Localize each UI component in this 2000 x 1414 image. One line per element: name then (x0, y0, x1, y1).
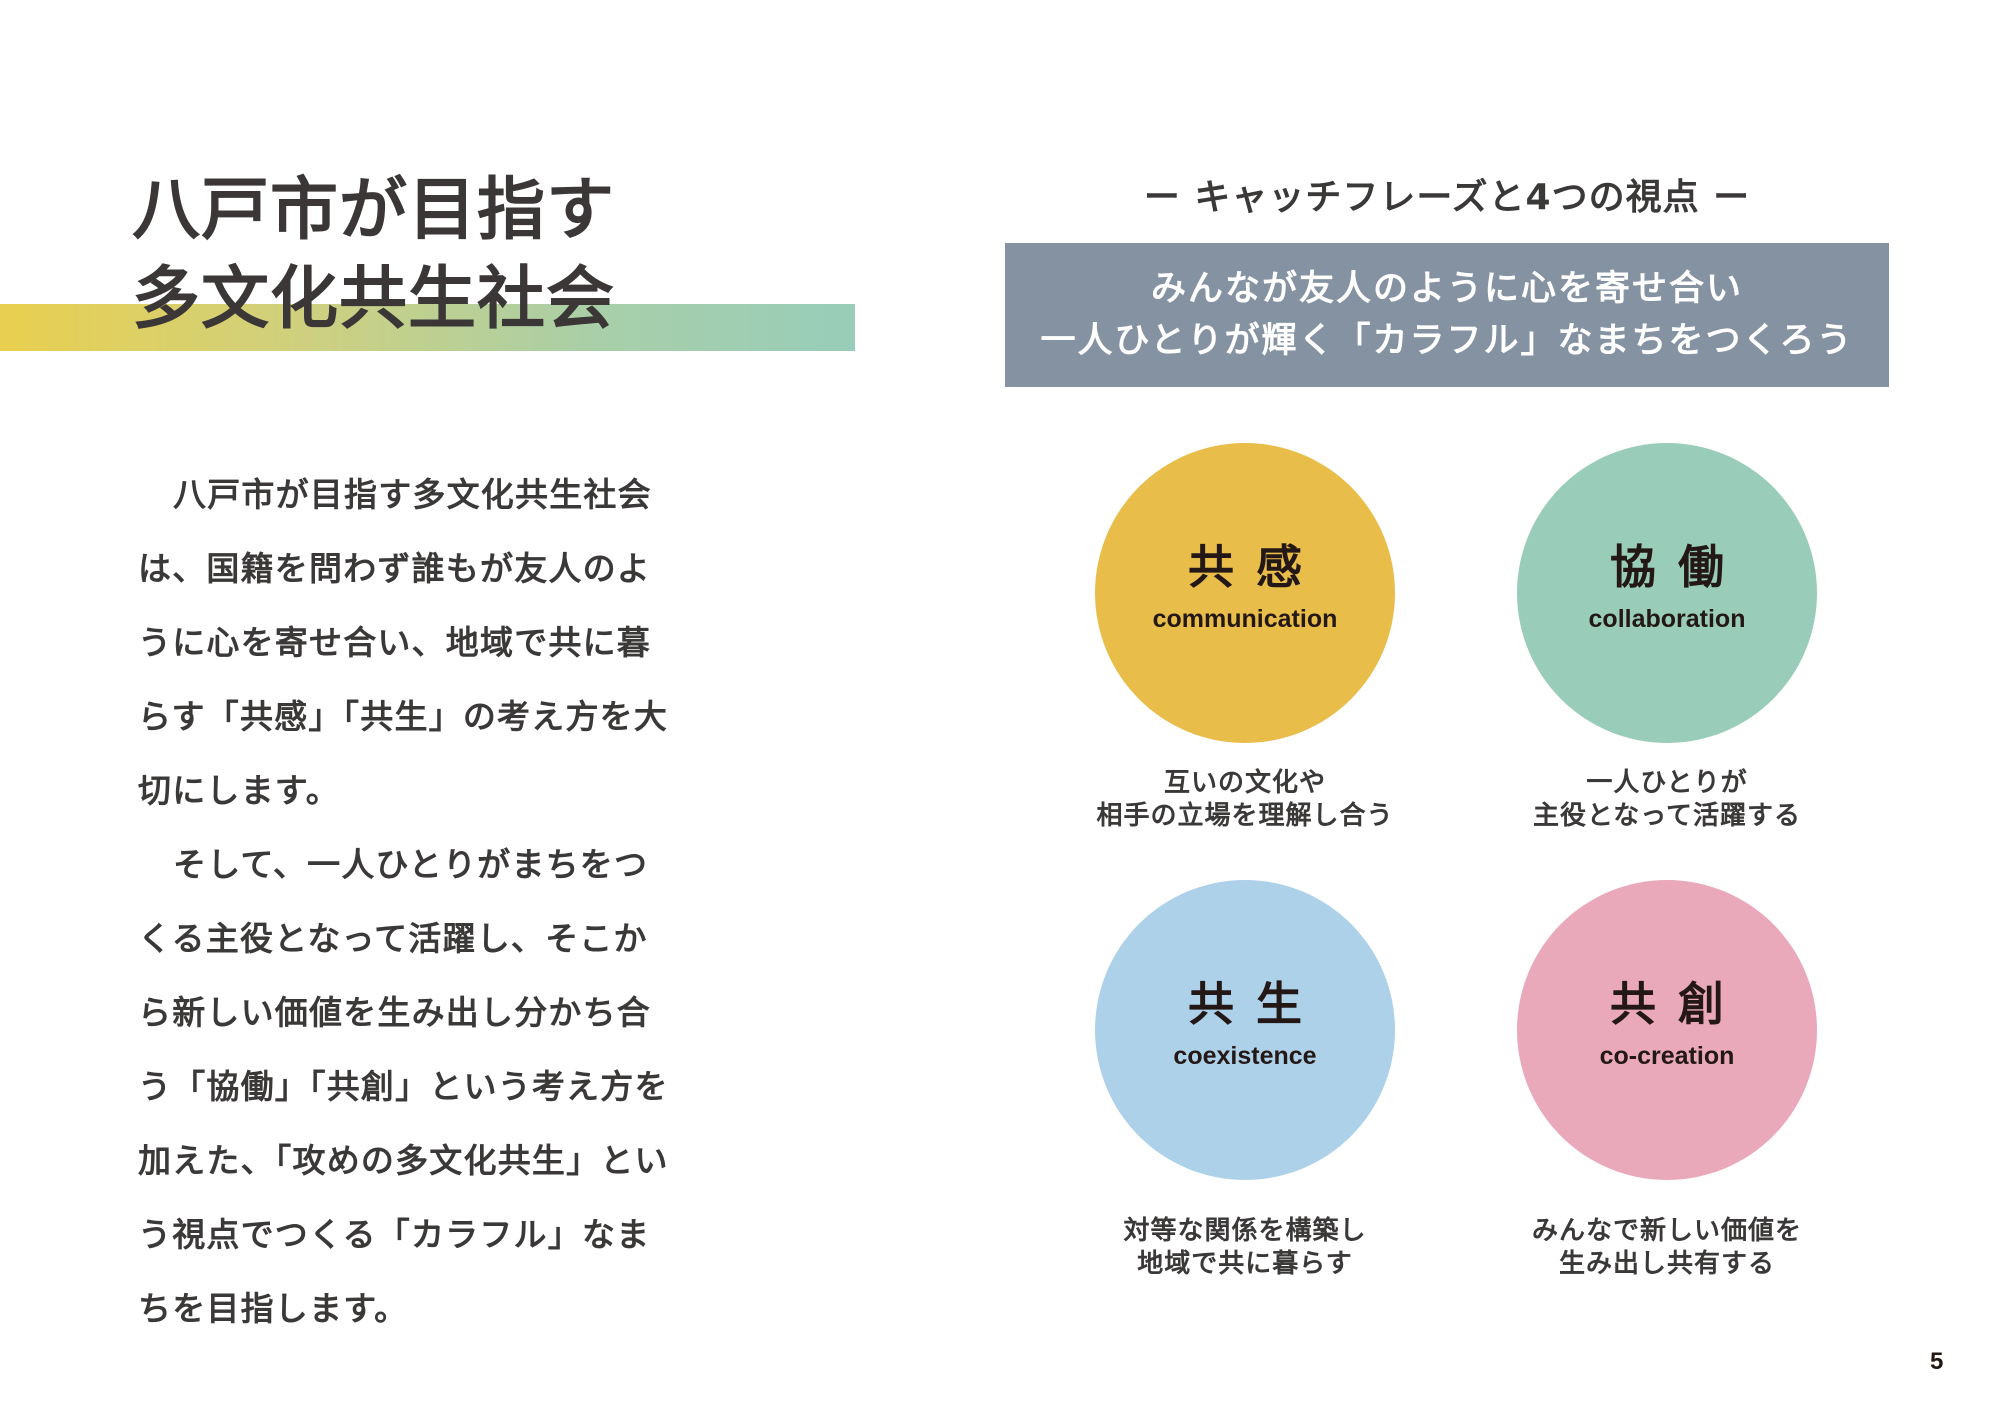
viewpoint-description-co-creation: みんなで新しい価値を 生み出し共有する (1487, 1215, 1847, 1281)
description-line: 一人ひとりが (1586, 768, 1748, 798)
page-number: 5 (1930, 1348, 1944, 1375)
viewpoint-circle-coexistence: 共生 coexistence (1095, 880, 1395, 1180)
viewpoint-english: communication (1152, 604, 1338, 633)
title-gradient-bar (0, 304, 855, 351)
viewpoint-kanji: 共生 (1188, 976, 1324, 1031)
viewpoint-english: co-creation (1599, 1041, 1735, 1070)
description-line: 相手の立場を理解し合う (1096, 801, 1394, 831)
catchphrase-line-2: 一人ひとりが輝く「カラフル」なまちをつくろう (1040, 321, 1854, 361)
viewpoint-english: coexistence (1173, 1041, 1317, 1070)
viewpoint-circle-communication: 共感 communication (1095, 443, 1395, 743)
viewpoint-description-coexistence: 対等な関係を構築し 地域で共に暮らす (1065, 1215, 1425, 1281)
viewpoint-circle-collaboration: 協働 collaboration (1517, 443, 1817, 743)
viewpoint-description-collaboration: 一人ひとりが 主役となって活躍する (1487, 767, 1847, 833)
description-line: 主役となって活躍する (1533, 801, 1801, 831)
description-line: 生み出し共有する (1558, 1249, 1775, 1279)
description-line: 互いの文化や (1163, 768, 1326, 798)
catchphrase-banner: みんなが友人のように心を寄せ合い 一人ひとりが輝く「カラフル」なまちをつくろう (1005, 243, 1889, 387)
description-line: 地域で共に暮らす (1137, 1249, 1353, 1279)
body-paragraph-2: そして、一人ひとりがまちをつくる主役となって活躍し、そこから新しい価値を生み出し… (138, 845, 669, 1328)
body-text: 八戸市が目指す多文化共生社会は、国籍を問わず誰もが友人のように心を寄せ合い、地域… (138, 458, 678, 1346)
description-line: 対等な関係を構築し (1123, 1216, 1367, 1246)
viewpoint-circle-co-creation: 共創 co-creation (1517, 880, 1817, 1180)
viewpoint-description-communication: 互いの文化や 相手の立場を理解し合う (1065, 767, 1425, 833)
body-paragraph-1: 八戸市が目指す多文化共生社会は、国籍を問わず誰もが友人のように心を寄せ合い、地域… (138, 475, 669, 810)
viewpoint-kanji: 共感 (1188, 539, 1324, 594)
viewpoint-kanji: 協働 (1610, 539, 1746, 594)
catchphrase-header: ー キャッチフレーズと4つの視点 ー (1143, 177, 1751, 218)
page-title-line-1: 八戸市が目指す (132, 171, 616, 250)
viewpoint-kanji: 共創 (1610, 976, 1746, 1031)
viewpoint-english: collaboration (1588, 604, 1746, 633)
description-line: みんなで新しい価値を (1531, 1216, 1802, 1246)
page-title: 八戸市が目指す 多文化共生社会 (132, 166, 615, 344)
page-title-line-2: 多文化共生社会 (132, 260, 616, 339)
catchphrase-line-1: みんなが友人のように心を寄せ合い (1150, 269, 1743, 309)
